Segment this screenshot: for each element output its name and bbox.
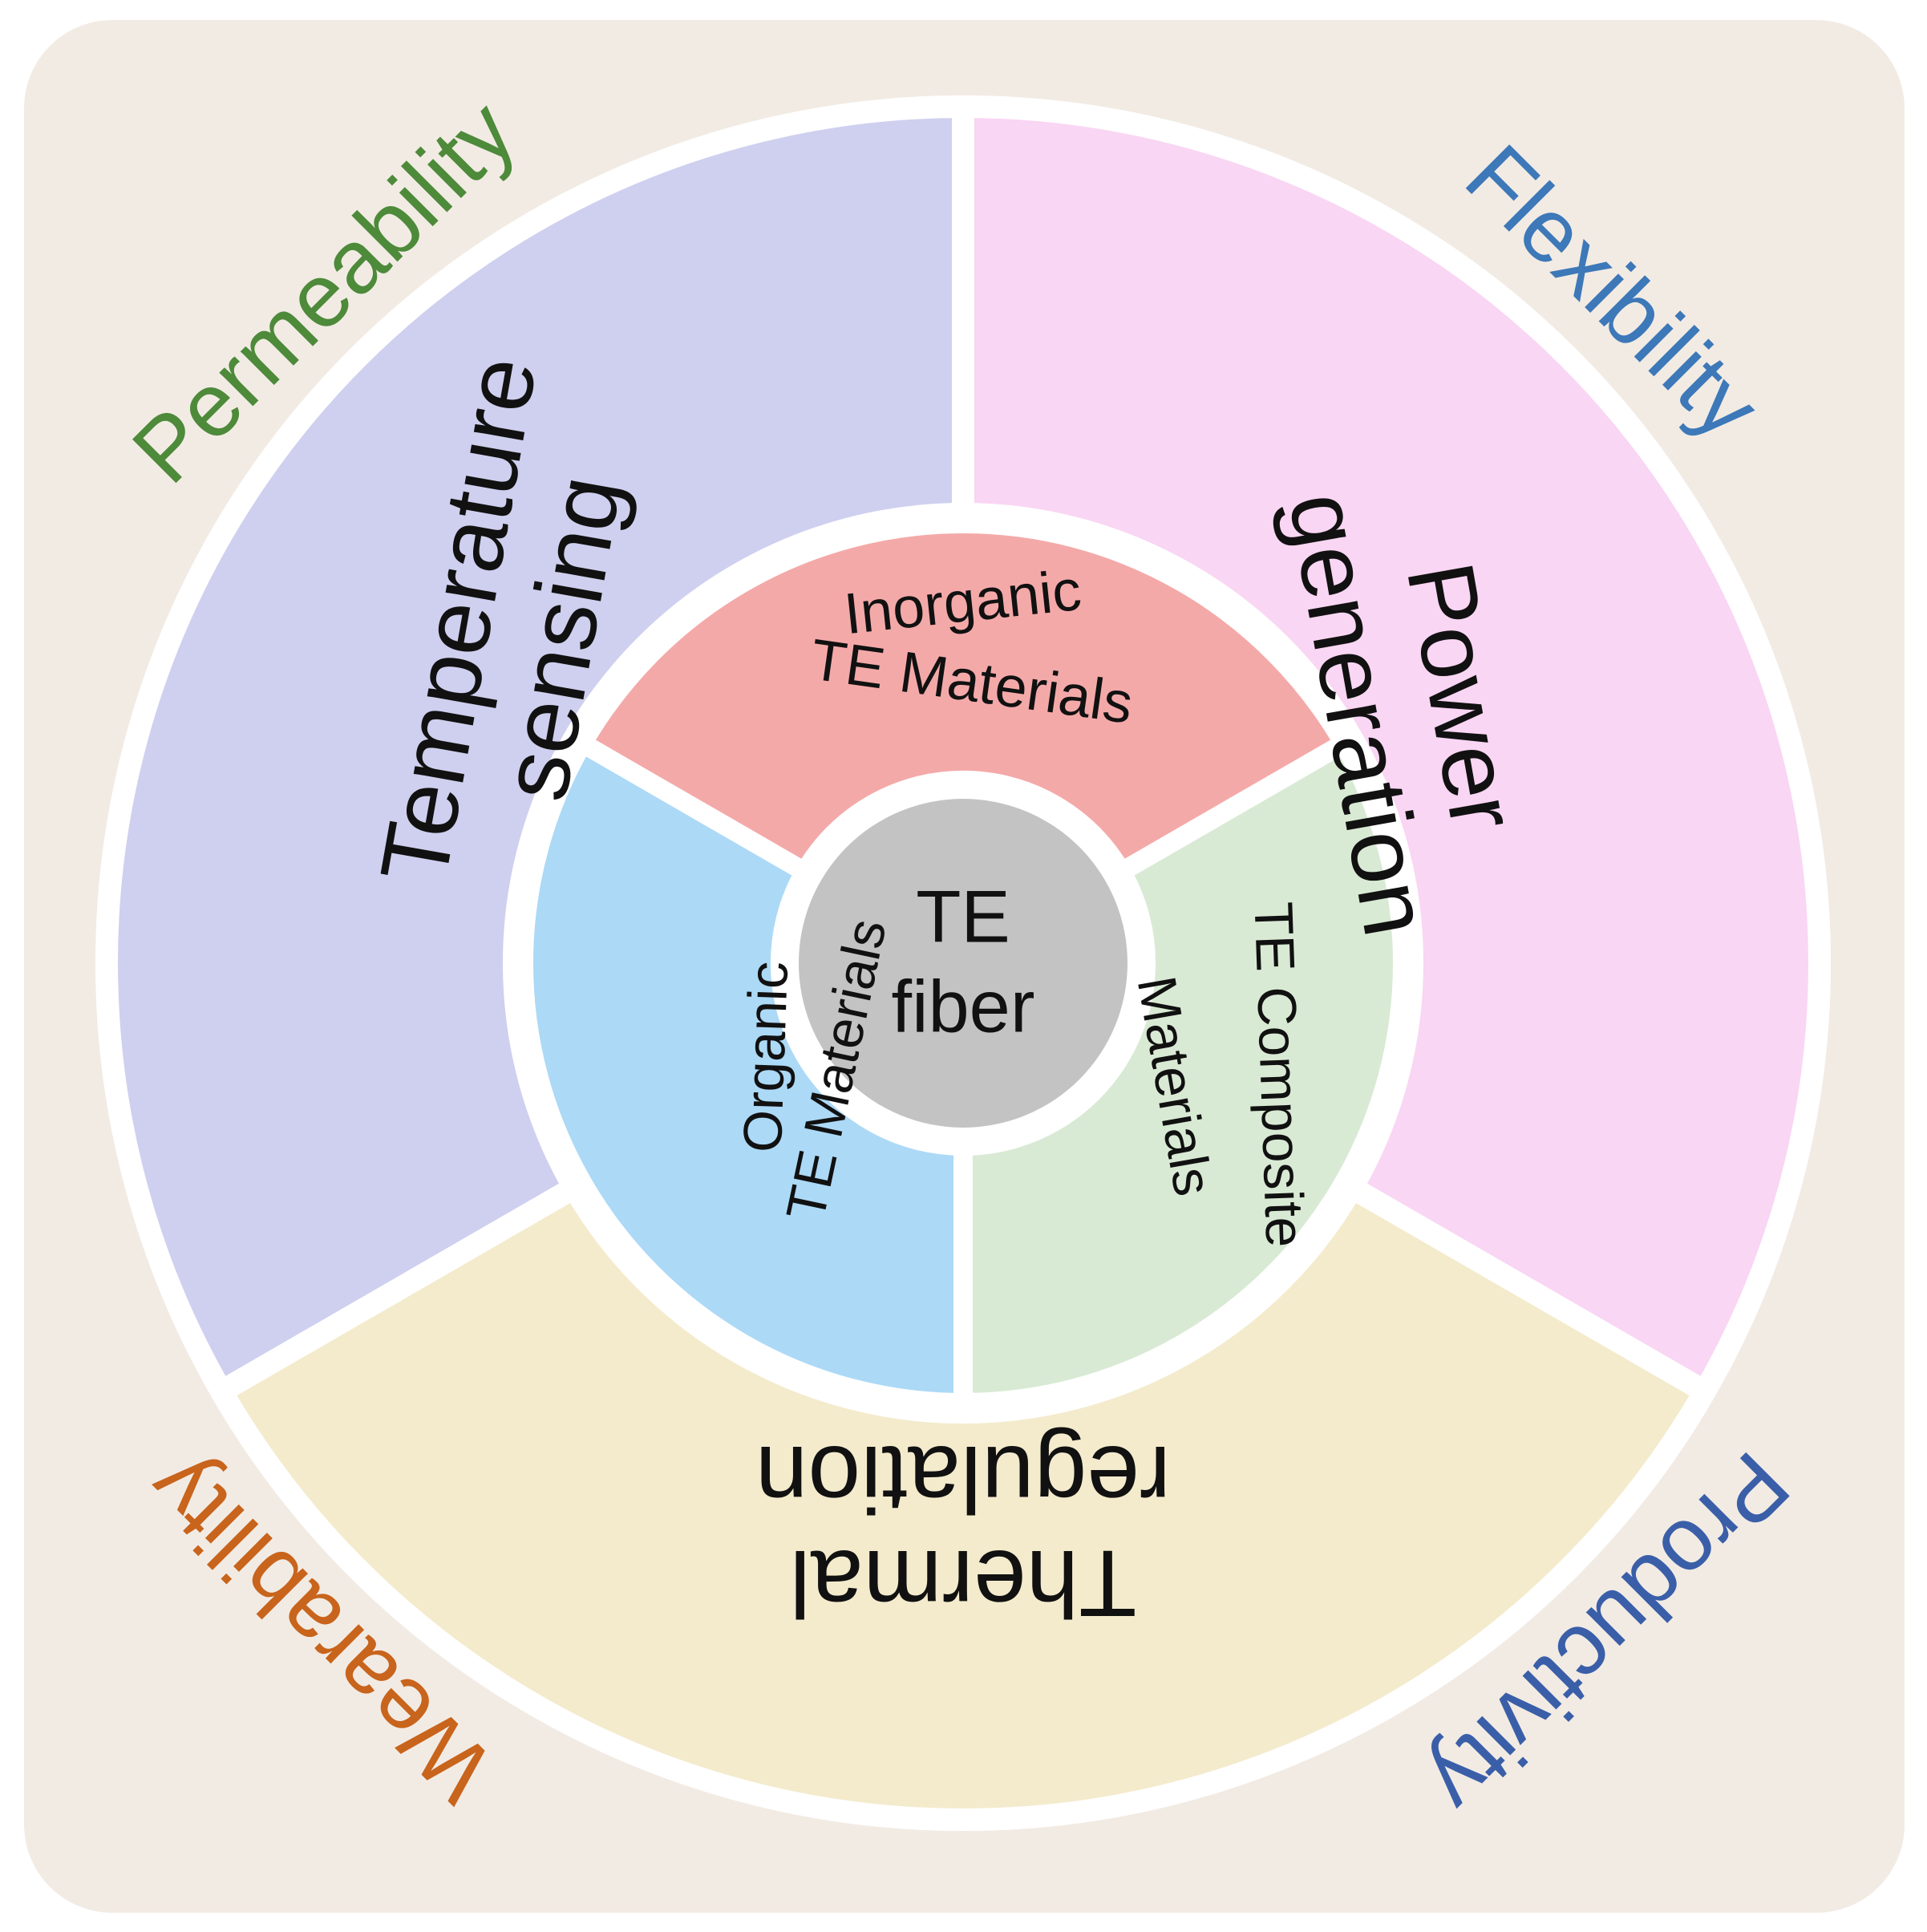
composite-label-line1: TE Composite <box>1243 901 1316 1248</box>
organic-label-line1: Organic <box>732 961 800 1154</box>
center-fiber <box>799 799 1127 1128</box>
thermal-regulation-label-line1: Thermal <box>790 1530 1137 1636</box>
thermal-regulation-label-line2: regulation <box>755 1426 1171 1532</box>
center-label-line2: fiber <box>892 966 1035 1047</box>
center-label-line1: TE <box>916 876 1010 958</box>
